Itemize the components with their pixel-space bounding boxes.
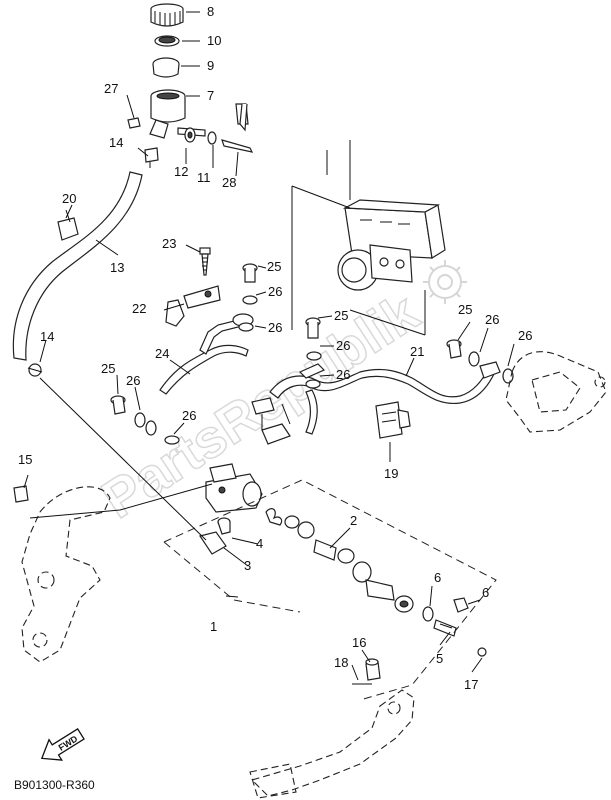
callout-6-b: 6 <box>482 585 489 600</box>
callout-26-abs-top: 26 <box>268 284 282 299</box>
hose-clamp-14-lower <box>27 363 43 377</box>
union-bolt-4 <box>217 517 231 535</box>
callout-20: 20 <box>62 191 76 206</box>
assembly-outline-1 <box>163 479 497 701</box>
callout-23: 23 <box>162 236 176 251</box>
callout-25-abs-top: 25 <box>267 259 281 274</box>
union-bolt-25-abs-mid <box>305 317 321 339</box>
callout-8: 8 <box>207 4 214 19</box>
hose-joint-3 <box>199 531 227 555</box>
hose-clip-12 <box>184 127 196 143</box>
callout-26-master: 26 <box>126 373 140 388</box>
callout-22: 22 <box>132 301 146 316</box>
callout-21: 21 <box>410 344 424 359</box>
callout-labels: 8 10 9 7 27 14 12 11 28 20 13 23 25 26 2… <box>18 4 532 692</box>
callout-26-caliper-a: 26 <box>485 312 499 327</box>
union-bolt-25-master <box>110 395 126 415</box>
callout-6-a: 6 <box>434 570 441 585</box>
union-bolt-25-caliper <box>446 339 462 359</box>
brake-caliper-outline <box>505 351 607 433</box>
callout-1: 1 <box>210 619 217 634</box>
brake-hose-13 <box>12 171 143 361</box>
callout-3: 3 <box>244 558 251 573</box>
callout-24: 24 <box>155 346 169 361</box>
callout-10: 10 <box>207 33 221 48</box>
cotter-pin-17 <box>477 647 487 657</box>
reservoir-stay-28 <box>221 103 254 153</box>
pipe-joint-assembly <box>251 397 291 445</box>
union-bolt-25-abs-top <box>242 263 258 283</box>
callout-16: 16 <box>352 635 366 650</box>
hose-joint-11 <box>207 131 217 145</box>
master-cylinder-body <box>205 463 263 513</box>
bolt-23 <box>199 247 211 276</box>
brake-pipe-21 <box>269 361 501 435</box>
callout-17: 17 <box>464 677 478 692</box>
fwd-arrow-icon: FWD <box>40 727 85 761</box>
diaphragm <box>152 57 180 78</box>
nut-6b <box>453 597 469 613</box>
callout-25-abs-mid: 25 <box>334 308 348 323</box>
callout-2: 2 <box>350 513 357 528</box>
reservoir-bracket-bolt <box>127 117 141 129</box>
callout-19: 19 <box>384 466 398 481</box>
callout-26-abs-low: 26 <box>336 338 350 353</box>
callout-25-master: 25 <box>101 361 115 376</box>
master-cylinder-kit-2 <box>265 508 414 613</box>
gasket-26-set <box>134 295 514 445</box>
pipe-bracket-22 <box>165 285 221 327</box>
callout-27: 27 <box>104 81 118 96</box>
callout-14-lower: 14 <box>40 329 54 344</box>
callout-11: 11 <box>197 170 211 185</box>
pressure-sensor-19 <box>375 401 411 439</box>
brake-pedal-outline <box>249 689 415 799</box>
callout-5: 5 <box>436 651 443 666</box>
cap-plate <box>154 35 180 47</box>
push-rod-5 <box>433 619 457 637</box>
diagram-code: B901300-R360 <box>14 778 95 792</box>
leader-lines <box>23 11 515 681</box>
callout-4: 4 <box>256 536 263 551</box>
footrest-bracket-outline <box>21 486 111 663</box>
callout-26-caliper-b: 26 <box>518 328 532 343</box>
callout-7: 7 <box>207 88 214 103</box>
callout-12: 12 <box>174 164 188 179</box>
pin-16 <box>365 658 381 681</box>
hose-clamp-20 <box>57 209 79 241</box>
callout-9: 9 <box>207 58 214 73</box>
reservoir-cap <box>150 3 184 27</box>
hose-clamp-14-top <box>144 147 159 168</box>
brake-pipe-24 <box>159 313 254 395</box>
callout-14-top: 14 <box>109 135 123 150</box>
abs-hydraulic-unit <box>337 199 446 291</box>
callout-25-caliper: 25 <box>458 302 472 317</box>
callout-13: 13 <box>110 260 124 275</box>
nut-6a <box>422 606 434 622</box>
callout-15: 15 <box>18 452 32 467</box>
bolt-15 <box>13 485 29 503</box>
callout-26-master-b: 26 <box>182 408 196 423</box>
brake-fluid-reservoir <box>149 89 206 139</box>
callout-26-abs-mid: 26 <box>268 320 282 335</box>
callout-18: 18 <box>334 655 348 670</box>
callout-26-pipe: 26 <box>336 367 350 382</box>
callout-28: 28 <box>222 175 236 190</box>
